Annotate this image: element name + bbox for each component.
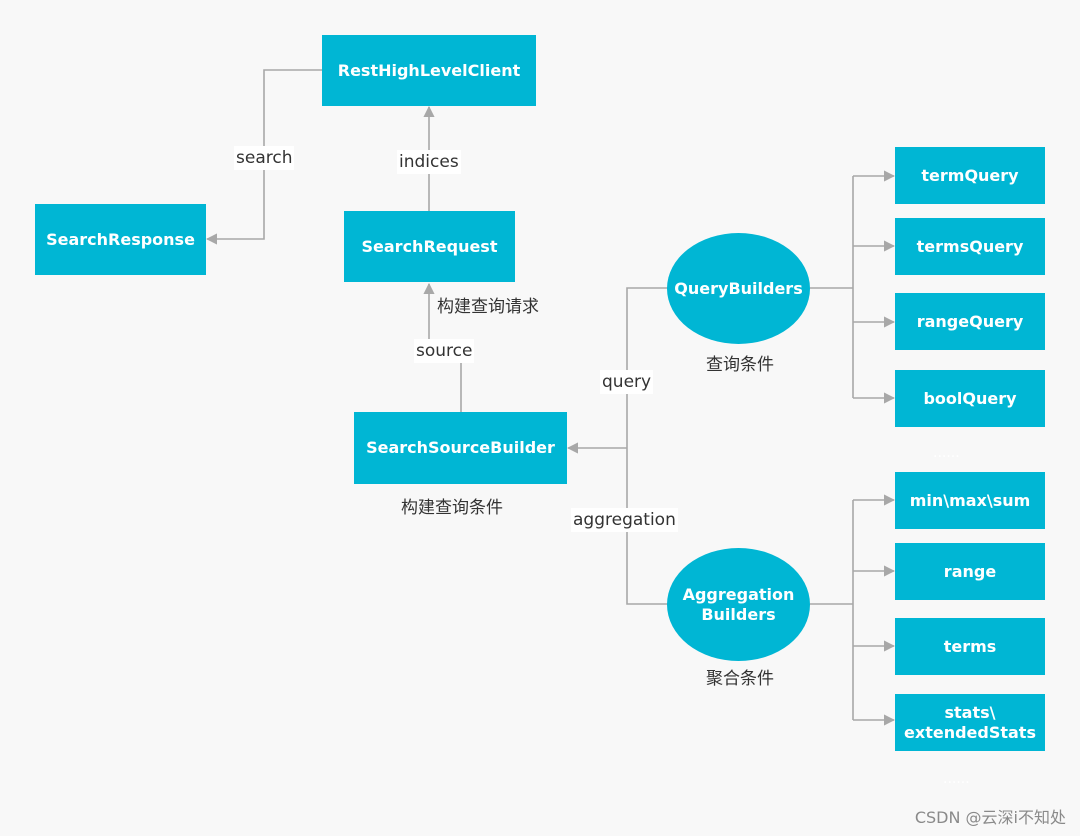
node-bool-query-label: boolQuery xyxy=(923,388,1017,408)
node-terms-label: terms xyxy=(943,636,997,656)
edge-label-query: query xyxy=(600,370,654,394)
aggregation-list-ellipsis: ...... xyxy=(943,771,970,787)
node-range-label: range xyxy=(943,561,997,581)
node-term-query-label: termQuery xyxy=(921,165,1019,185)
query-list-ellipsis: ...... xyxy=(933,445,960,461)
edge-label-indices: indices xyxy=(397,150,461,174)
edge-query xyxy=(626,287,668,448)
node-query-builders-label: QueryBuilders xyxy=(674,278,803,298)
node-search-response-label: SearchResponse xyxy=(46,229,195,249)
caption-query-conditions: 查询条件 xyxy=(706,355,774,375)
node-term-query: termQuery xyxy=(895,147,1045,204)
caption-aggregation-conditions: 聚合条件 xyxy=(706,669,774,689)
node-range-query-label: rangeQuery xyxy=(916,311,1024,331)
node-search-source-builder: SearchSourceBuilder xyxy=(354,412,567,484)
node-range: range xyxy=(895,543,1045,600)
node-terms-query-label: termsQuery xyxy=(916,236,1024,256)
node-aggregation-builders: Aggregation Builders xyxy=(667,548,810,661)
node-aggregation-builders-label: Aggregation Builders xyxy=(682,584,795,624)
node-rest-high-level-client-label: RestHighLevelClient xyxy=(337,60,521,80)
node-stats-extended-stats-label: stats\ extendedStats xyxy=(904,702,1036,742)
watermark: CSDN @云深i不知处 xyxy=(914,808,1066,827)
edge-label-search: search xyxy=(234,146,295,170)
node-search-source-builder-label: SearchSourceBuilder xyxy=(366,438,555,457)
node-terms-query: termsQuery xyxy=(895,218,1045,275)
node-bool-query: boolQuery xyxy=(895,370,1045,427)
node-min-max-sum: min\max\sum xyxy=(895,472,1045,529)
node-query-builders: QueryBuilders xyxy=(667,233,810,344)
node-search-response: SearchResponse xyxy=(35,204,206,275)
edge-label-aggregation: aggregation xyxy=(571,508,678,532)
caption-build-conditions: 构建查询条件 xyxy=(401,498,503,518)
node-stats-extended-stats: stats\ extendedStats xyxy=(895,694,1045,751)
node-search-request: SearchRequest xyxy=(344,211,515,282)
node-search-request-label: SearchRequest xyxy=(361,236,498,256)
node-range-query: rangeQuery xyxy=(895,293,1045,350)
node-terms: terms xyxy=(895,618,1045,675)
edge-label-build-request: 构建查询请求 xyxy=(437,297,539,317)
edge-label-source: source xyxy=(414,339,475,363)
node-min-max-sum-label: min\max\sum xyxy=(909,490,1031,510)
edge-aggregation xyxy=(626,448,668,605)
node-rest-high-level-client: RestHighLevelClient xyxy=(322,35,536,106)
